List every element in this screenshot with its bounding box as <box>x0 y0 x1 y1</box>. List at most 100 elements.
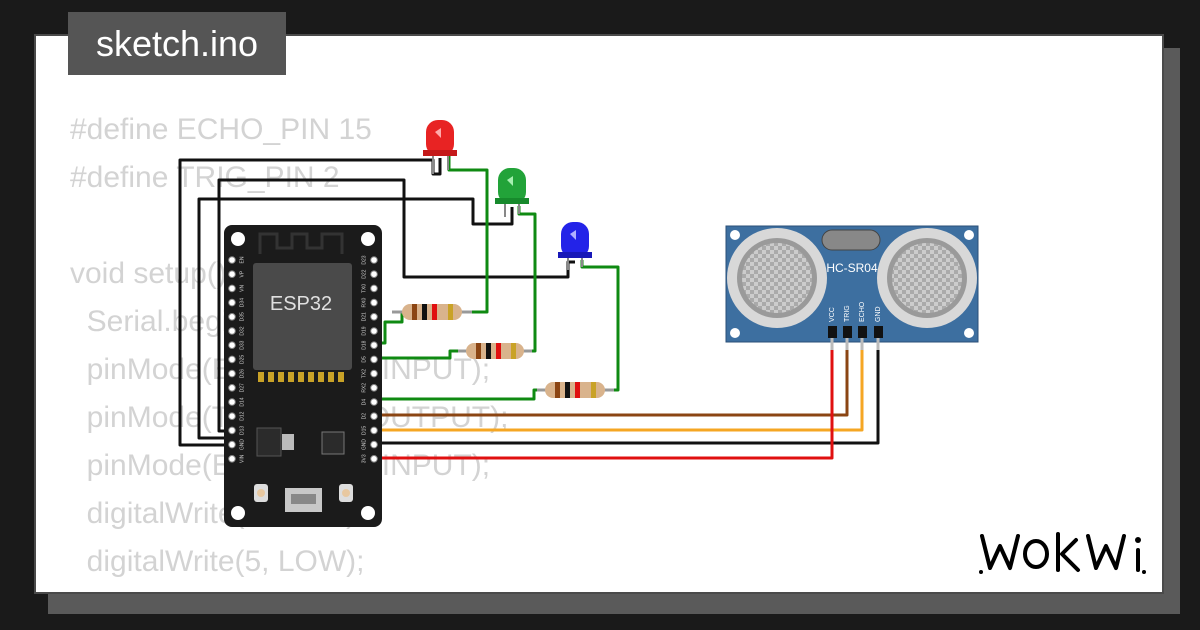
led-green <box>495 168 529 217</box>
esp32-board: ESP32 ENVPVND34D35D32D33D25D26D27D14D12D… <box>224 225 382 527</box>
module-pad <box>298 372 304 382</box>
pin-label: TX2 <box>361 369 367 378</box>
pin-label: D19 <box>361 326 367 335</box>
pin-right <box>370 256 378 264</box>
pin-label: RX0 <box>361 298 367 308</box>
pin-right <box>370 412 378 421</box>
pin-left <box>228 327 236 335</box>
pin-right <box>370 455 378 463</box>
sensor-pin <box>830 338 834 350</box>
pin-left <box>228 398 236 406</box>
pin-left <box>228 440 236 449</box>
module-pad <box>318 372 324 382</box>
pin-label: D35 <box>239 312 245 321</box>
pin-label: D18 <box>361 340 367 349</box>
sensor-pin-label: VCC <box>829 307 836 322</box>
wire-red <box>373 347 834 460</box>
pin-right <box>370 284 378 293</box>
esp32-label: ESP32 <box>270 293 332 315</box>
sensor-pin-label: GND <box>875 306 882 322</box>
pin-left <box>228 355 236 364</box>
sensor-pin <box>876 338 880 350</box>
pin-label: RX2 <box>361 383 367 393</box>
wire-green-5 <box>373 388 545 401</box>
pin-label: D27 <box>239 383 245 392</box>
code-line: digitalWrite(5, LOW); <box>70 545 365 578</box>
sensor-pin-header <box>828 326 837 338</box>
wire-green-6 <box>580 260 620 392</box>
pin-left <box>228 298 236 307</box>
pin-left <box>228 256 236 264</box>
pin-label: D25 <box>239 355 245 364</box>
circuit-diagram: ESP32 ENVPVND34D35D32D33D25D26D27D14D12D… <box>178 120 979 527</box>
pin-right <box>370 327 378 335</box>
module-pad <box>338 372 344 382</box>
pin-label: 3V3 <box>361 454 367 463</box>
code-line: #define ECHO_PIN 15 <box>70 113 372 146</box>
module-pad <box>288 372 294 382</box>
pin-right <box>370 355 378 364</box>
pin-left <box>228 384 236 392</box>
code-line: #define TRIG_PIN 2 <box>70 161 340 194</box>
pin-label: D22 <box>361 269 367 278</box>
pin-left <box>228 313 236 321</box>
sensor-pin-header <box>843 326 852 338</box>
pin-left <box>228 369 236 378</box>
wire-green-2 <box>447 156 489 314</box>
sketch-title: sketch.ino <box>68 12 286 75</box>
pin-right <box>370 440 378 449</box>
pin-label: GND <box>239 439 245 451</box>
led-red <box>423 120 457 174</box>
pin-right <box>370 398 378 406</box>
transducer-left <box>727 228 827 328</box>
resistor-2 <box>458 343 532 359</box>
pin-label: D5 <box>361 356 367 363</box>
sensor-pin-header <box>874 326 883 338</box>
wire-black-gnd <box>373 347 880 445</box>
wire-brown <box>373 347 849 417</box>
pin-label: EN <box>239 256 245 263</box>
sensor-pin <box>845 338 849 350</box>
pin-label: D14 <box>239 397 245 406</box>
pin-label: D26 <box>239 369 245 378</box>
led-blue <box>558 222 592 270</box>
pin-label: D15 <box>361 426 367 435</box>
resistor-1 <box>392 304 472 320</box>
esp32-module <box>253 263 352 370</box>
pin-label: D4 <box>361 399 367 406</box>
module-pad <box>278 372 284 382</box>
pin-label: D21 <box>361 312 367 321</box>
pin-label: D2 <box>361 413 367 420</box>
resistor-3 <box>537 382 614 398</box>
pin-right <box>370 270 378 279</box>
module-pad <box>258 372 264 382</box>
pin-right <box>370 313 378 321</box>
pin-right <box>370 341 378 350</box>
pin-left <box>228 284 236 293</box>
pin-label: TX0 <box>361 284 367 293</box>
pin-left <box>228 426 236 435</box>
pin-label: VP <box>239 270 245 277</box>
pin-right <box>370 369 378 378</box>
pin-label: GND <box>361 439 367 451</box>
pin-left <box>228 270 236 279</box>
wire-green-3 <box>373 349 468 360</box>
transducer-right <box>877 228 977 328</box>
sensor-label: HC-SR04 <box>826 261 878 275</box>
wire-orange <box>373 347 864 432</box>
pin-label: D13 <box>239 426 245 435</box>
pin-label: VIN <box>239 454 245 463</box>
pin-label: VN <box>239 285 245 292</box>
pin-label: D32 <box>239 326 245 335</box>
sensor-pin-label: ECHO <box>859 301 866 322</box>
pin-right <box>370 298 378 307</box>
sensor-pin-header <box>858 326 867 338</box>
pin-label: D23 <box>361 255 367 264</box>
module-pad <box>308 372 314 382</box>
pin-right <box>370 384 378 392</box>
module-pad <box>328 372 334 382</box>
pin-label: D34 <box>239 298 245 307</box>
wire-black-2 <box>197 197 514 440</box>
